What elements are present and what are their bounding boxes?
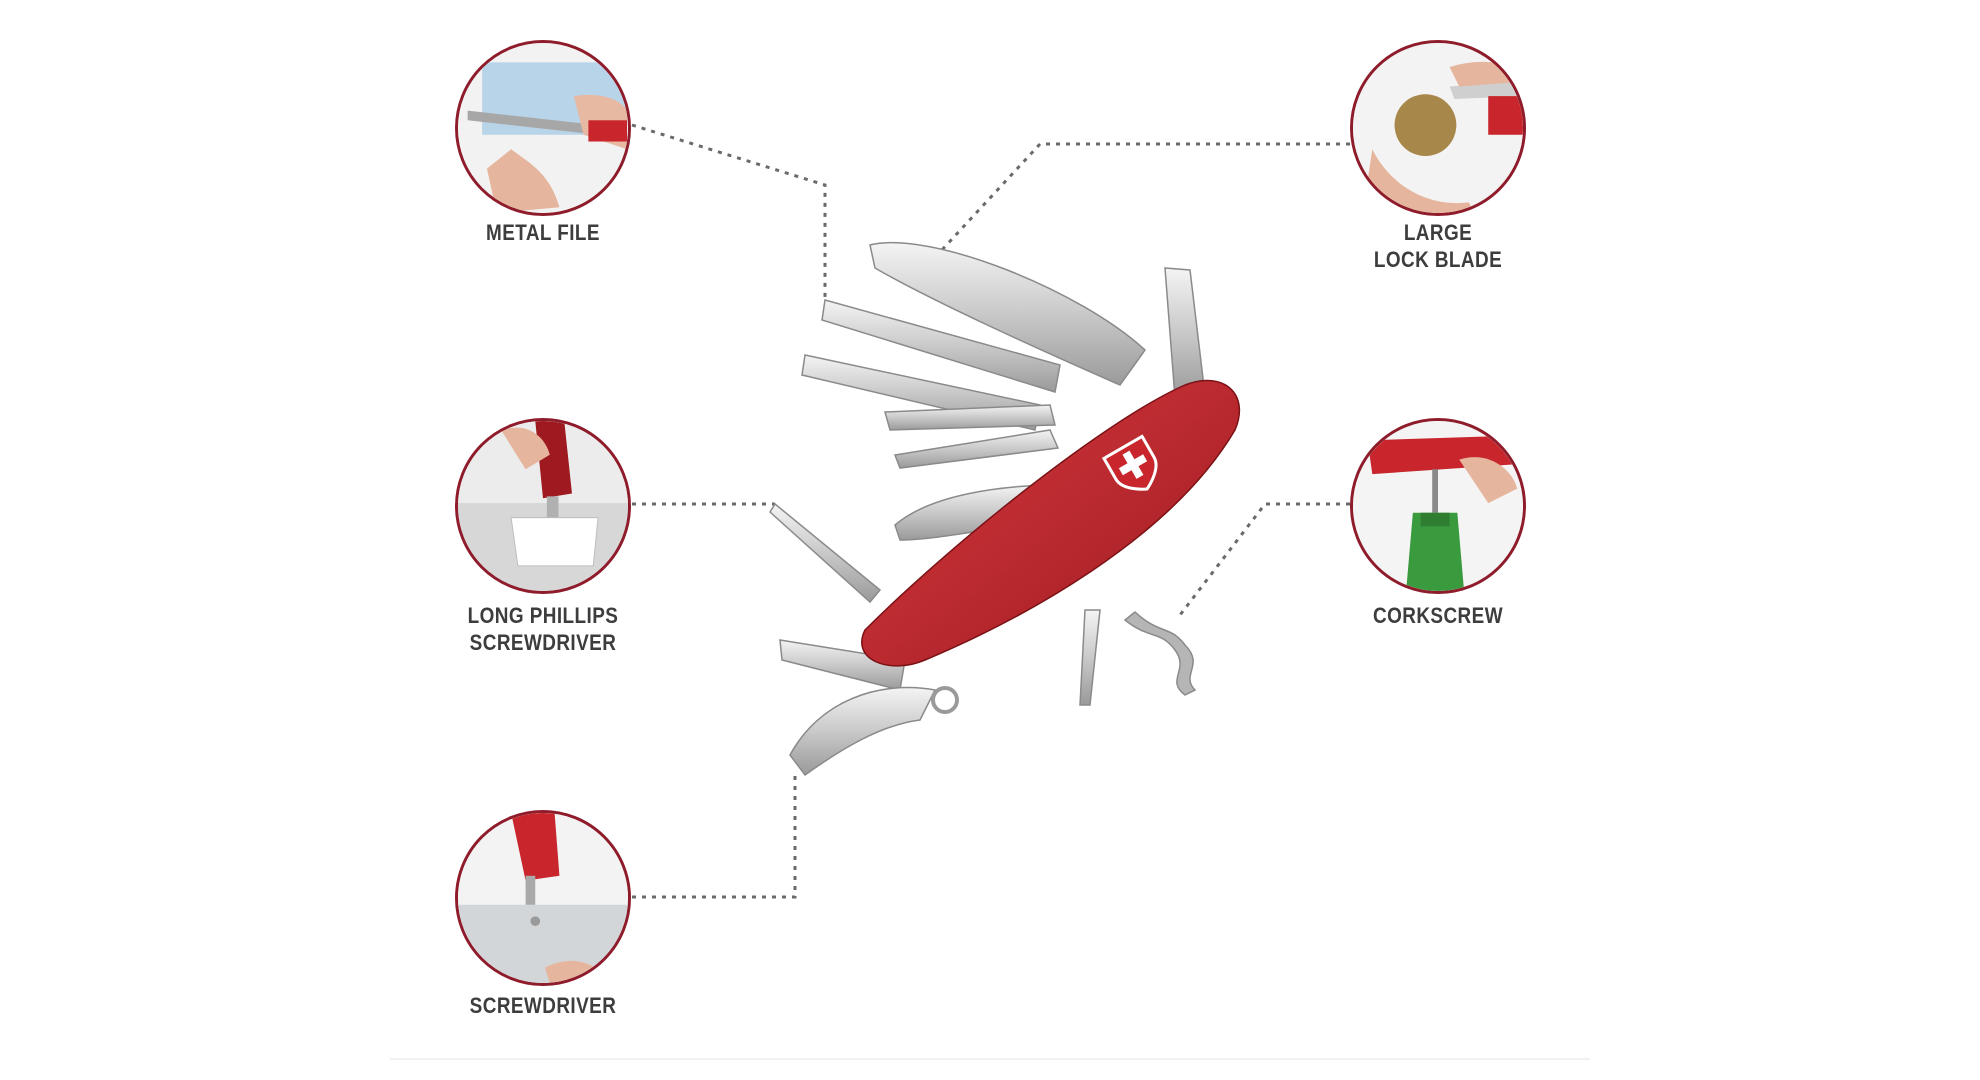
connector-metal-file <box>631 123 827 300</box>
screwdriver-tool <box>789 686 937 777</box>
long-phillips-label-line-2: SCREWDRIVER <box>469 630 617 655</box>
screwdriver-photo-icon <box>455 810 631 986</box>
swiss-cross-emblem <box>1101 434 1158 491</box>
lock-blade-label-line-2: LOCK BLADE <box>1373 247 1503 272</box>
large-lock-blade-label: LARGE LOCK BLADE <box>1326 219 1550 273</box>
saw-blade-tool <box>821 299 1061 393</box>
can-opener-tool <box>1164 267 1206 399</box>
large-lock-blade-tool <box>869 241 1146 386</box>
connector-large-lock-blade <box>938 142 1350 254</box>
metal-file-photo-icon <box>455 40 631 216</box>
bottom-divider <box>390 1058 1590 1060</box>
long-phillips-label-line-1: LONG PHILLIPS <box>467 603 619 628</box>
corkscrew-label-line-1: CORKSCREW <box>1372 603 1503 628</box>
phillips-screwdriver-photo-icon <box>455 418 631 594</box>
screwdriver-label-line-1: SCREWDRIVER <box>469 993 617 1018</box>
long-phillips-tool <box>769 502 882 604</box>
metal-file-label-line-1: METAL FILE <box>486 220 600 245</box>
scissors-tool <box>884 404 1056 431</box>
screwdriver-label: SCREWDRIVER <box>431 992 655 1019</box>
corkscrew-tool <box>1123 611 1197 696</box>
connector-screwdriver <box>632 770 797 899</box>
long-phillips-screwdriver-label: LONG PHILLIPS SCREWDRIVER <box>431 602 655 656</box>
metal-file-label: METAL FILE <box>431 219 655 246</box>
key-ring <box>931 686 959 714</box>
lock-blade-photo-icon <box>1350 40 1526 216</box>
corkscrew-photo-icon <box>1350 418 1526 594</box>
lock-blade-label-line-1: LARGE <box>1403 220 1473 245</box>
reamer-tool <box>1079 609 1101 706</box>
corkscrew-label: CORKSCREW <box>1326 602 1550 629</box>
